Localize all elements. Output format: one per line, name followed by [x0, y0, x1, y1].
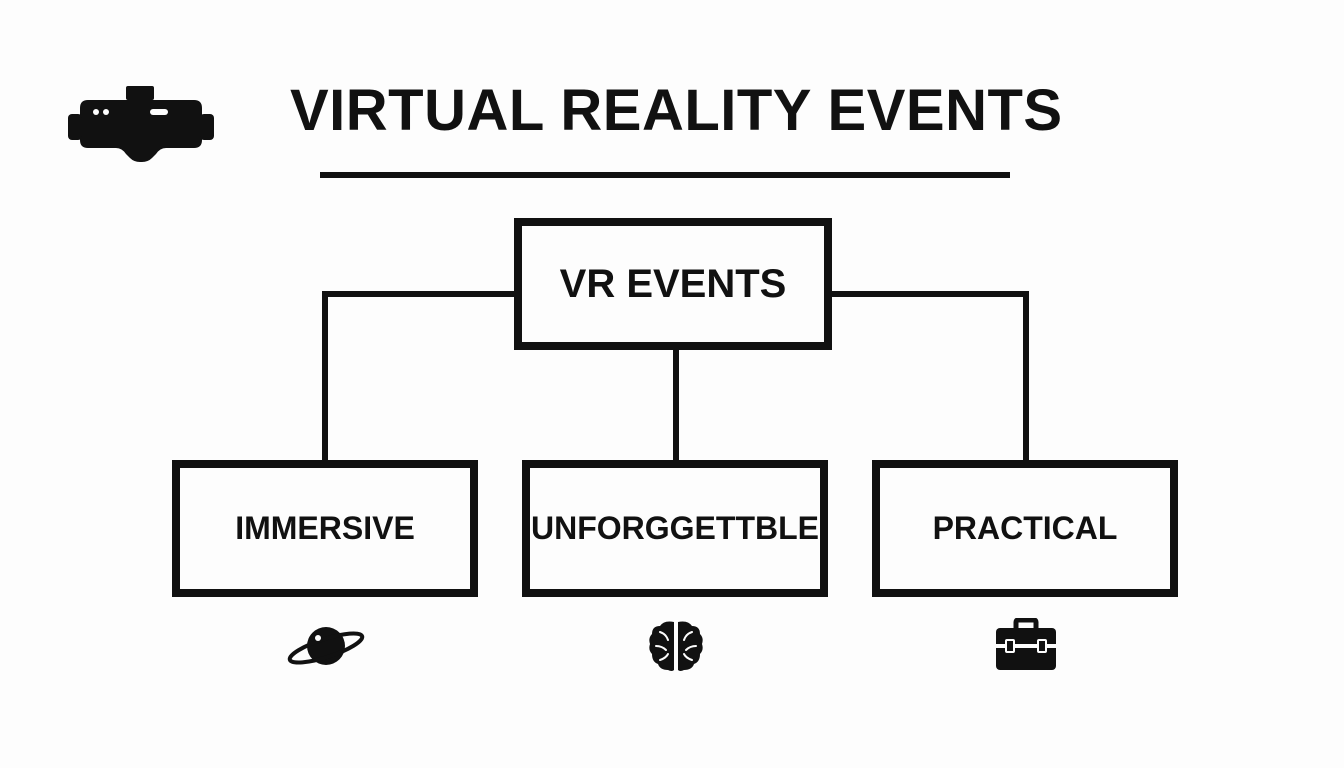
- toolbox-icon: [996, 618, 1056, 670]
- vr-headset-icon: [68, 86, 214, 162]
- root-node-label: VR EVENTS: [559, 261, 787, 306]
- root-node-box: VR EVENTS: [514, 218, 832, 350]
- child-node-label: UNFORGGETTBLE: [531, 510, 819, 546]
- child-node-label: PRACTICAL: [932, 510, 1118, 546]
- title-divider: [320, 172, 1010, 178]
- brain-icon: [649, 621, 703, 671]
- planet-icon: [287, 627, 365, 665]
- child-node-unforgettable: UNFORGGETTBLE: [522, 460, 828, 597]
- page-title: VIRTUAL REALITY EVENTS: [290, 78, 1063, 143]
- child-node-label: IMMERSIVE: [235, 510, 415, 546]
- child-node-practical: PRACTICAL: [872, 460, 1178, 597]
- child-node-immersive: IMMERSIVE: [172, 460, 478, 597]
